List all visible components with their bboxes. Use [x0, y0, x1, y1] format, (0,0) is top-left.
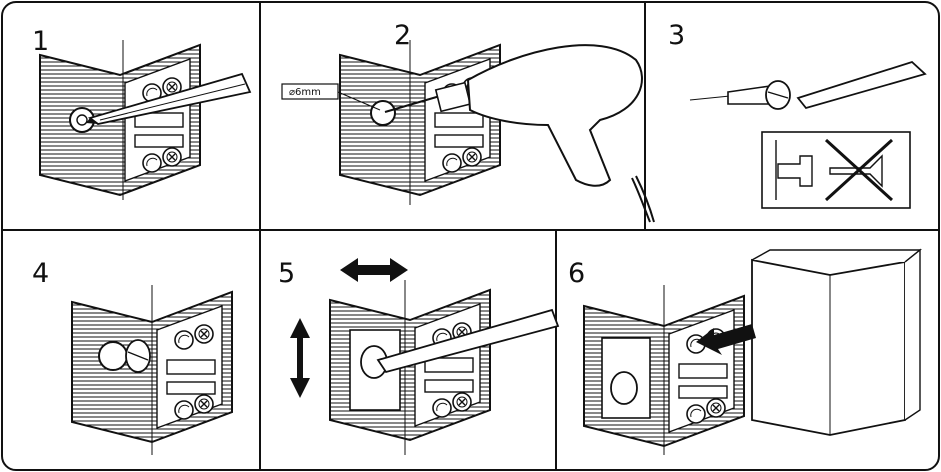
step-number-3: 3	[668, 20, 685, 51]
screw-icon	[727, 80, 791, 110]
pencil-icon	[86, 72, 252, 125]
double-arrow-icon	[290, 258, 408, 398]
drill-icon	[384, 44, 655, 223]
step-number-1: 1	[32, 26, 49, 57]
cross-out-icon	[824, 138, 894, 202]
drill-size-label: ⌀6mm	[289, 87, 321, 98]
step-2-illustration: ⌀6mm	[281, 40, 655, 223]
screwdriver-icon	[376, 308, 560, 374]
door-panel	[751, 248, 922, 436]
step-number-6: 6	[568, 258, 585, 289]
step-5-illustration	[290, 258, 560, 455]
step-4-illustration	[72, 285, 232, 455]
step-3-illustration	[689, 60, 927, 209]
screwdriver-icon	[796, 60, 927, 110]
step-6-illustration	[584, 248, 922, 455]
step-number-5: 5	[278, 258, 295, 289]
step-1-illustration	[40, 40, 252, 200]
push-arrow-icon	[696, 324, 756, 355]
drill-size-label-box	[281, 83, 339, 100]
step-number-2: 2	[394, 20, 411, 51]
step-number-4: 4	[32, 258, 49, 289]
